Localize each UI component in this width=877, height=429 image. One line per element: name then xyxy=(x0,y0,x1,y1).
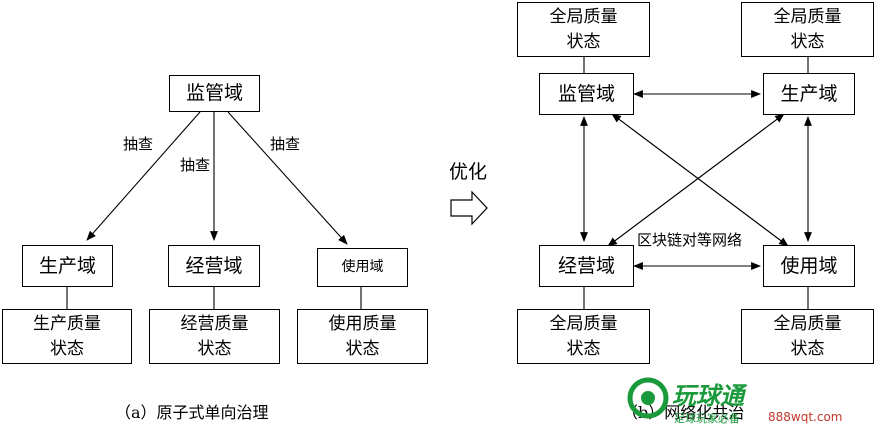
right-global-quality-br-line2: 状态 xyxy=(790,338,825,359)
left-production-quality-line2: 状态 xyxy=(50,338,84,359)
optimize-label: 优化 xyxy=(449,161,488,183)
left-supervision-box: 监管域 xyxy=(169,75,260,112)
arrow-supervision-to-usage xyxy=(227,111,348,245)
right-global-quality-bl-line1: 全局质量 xyxy=(549,313,618,334)
arrow-r-production-operation xyxy=(607,113,785,247)
right-production-label: 生产域 xyxy=(780,82,838,105)
right-usage-label: 使用域 xyxy=(780,254,838,277)
inspect-label-3: 抽查 xyxy=(270,135,301,153)
left-caption: （a）原子式单向治理 xyxy=(115,403,269,422)
left-production-quality-line1: 生产质量 xyxy=(33,313,101,334)
right-supervision-label: 监管域 xyxy=(557,82,615,105)
right-global-quality-tl-line2: 状态 xyxy=(566,31,601,52)
arrow-supervision-to-production xyxy=(86,111,201,241)
optimize-arrow-icon xyxy=(450,190,488,226)
right-supervision-box: 监管域 xyxy=(539,73,634,115)
left-operation-quality-line2: 状态 xyxy=(197,338,232,359)
arrow-r-supervision-usage xyxy=(611,113,789,247)
left-usage-quality-line2: 状态 xyxy=(345,338,380,359)
watermark-slogan: 足球玩家必备 xyxy=(674,412,740,425)
left-usage-box: 使用域 xyxy=(317,248,408,287)
left-production-quality-box: 生产质量 状态 xyxy=(2,309,132,364)
watermark-url: 888wqt.com xyxy=(768,410,843,424)
right-operation-label: 经营域 xyxy=(557,254,615,277)
watermark: 玩球通 足球玩家必备 888wqt.com xyxy=(626,374,876,428)
left-operation-label: 经营域 xyxy=(185,254,243,277)
right-usage-box: 使用域 xyxy=(763,245,855,287)
right-production-box: 生产域 xyxy=(763,73,855,115)
left-usage-label: 使用域 xyxy=(341,259,384,275)
watermark-logo-text: 玩球通 xyxy=(672,382,744,410)
left-production-label: 生产域 xyxy=(38,254,96,277)
right-global-quality-top-right: 全局质量 状态 xyxy=(741,2,874,57)
left-supervision-label: 监管域 xyxy=(185,82,243,104)
inspect-label-1: 抽查 xyxy=(123,135,154,153)
left-usage-quality-line1: 使用质量 xyxy=(328,313,397,334)
left-usage-quality-box: 使用质量 状态 xyxy=(297,309,428,364)
inspect-label-2: 抽查 xyxy=(180,156,211,174)
watermark-logo-icon xyxy=(627,377,669,419)
right-global-quality-tr-line2: 状态 xyxy=(790,31,825,52)
right-global-quality-br-line1: 全局质量 xyxy=(773,313,842,334)
left-operation-quality-line1: 经营质量 xyxy=(180,313,249,334)
right-global-quality-bl-line2: 状态 xyxy=(566,338,601,359)
right-global-quality-top-left: 全局质量 状态 xyxy=(517,2,650,57)
right-operation-box: 经营域 xyxy=(539,245,634,287)
left-operation-quality-box: 经营质量 状态 xyxy=(149,309,280,364)
right-global-quality-bottom-left: 全局质量 状态 xyxy=(517,309,650,364)
left-operation-box: 经营域 xyxy=(168,245,260,287)
right-global-quality-tl-line1: 全局质量 xyxy=(549,6,618,27)
right-global-quality-bottom-right: 全局质量 状态 xyxy=(741,309,874,364)
blockchain-network-label: 区块链对等网络 xyxy=(636,229,744,250)
left-production-box: 生产域 xyxy=(22,245,113,287)
right-global-quality-tr-line1: 全局质量 xyxy=(773,6,842,27)
